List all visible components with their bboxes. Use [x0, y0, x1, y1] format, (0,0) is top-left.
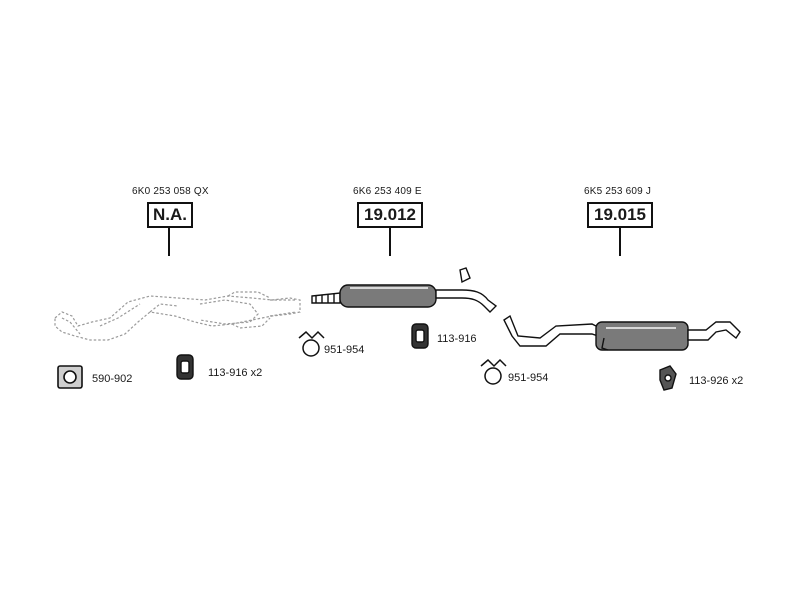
rear-silencer	[503, 314, 741, 351]
front-pipe-catalyst-outline	[54, 291, 301, 341]
group-1-code-box[interactable]: N.A.	[147, 202, 193, 228]
part-label-gasket: 590-902	[92, 373, 133, 385]
part-label-hanger-x2: 113-916 x2	[208, 367, 263, 379]
group-1-reference: 6K0 253 058 QX	[132, 186, 209, 197]
part-label-clamp-2: 951-954	[508, 372, 549, 384]
part-label-hanger: 113-916	[437, 333, 477, 345]
part-label-clamp-1: 951-954	[324, 344, 365, 356]
middle-silencer	[311, 267, 498, 313]
group-2-code-box[interactable]: 19.012	[357, 202, 423, 228]
group-2-reference: 6K6 253 409 E	[353, 186, 422, 197]
group-2-leader-line	[389, 228, 391, 256]
part-label-mount-x2: 113-926 x2	[689, 375, 744, 387]
group-3-leader-line	[619, 228, 621, 256]
group-3-code-box[interactable]: 19.015	[587, 202, 653, 228]
group-1-leader-line	[168, 228, 170, 256]
group-3-reference: 6K5 253 609 J	[584, 186, 652, 197]
